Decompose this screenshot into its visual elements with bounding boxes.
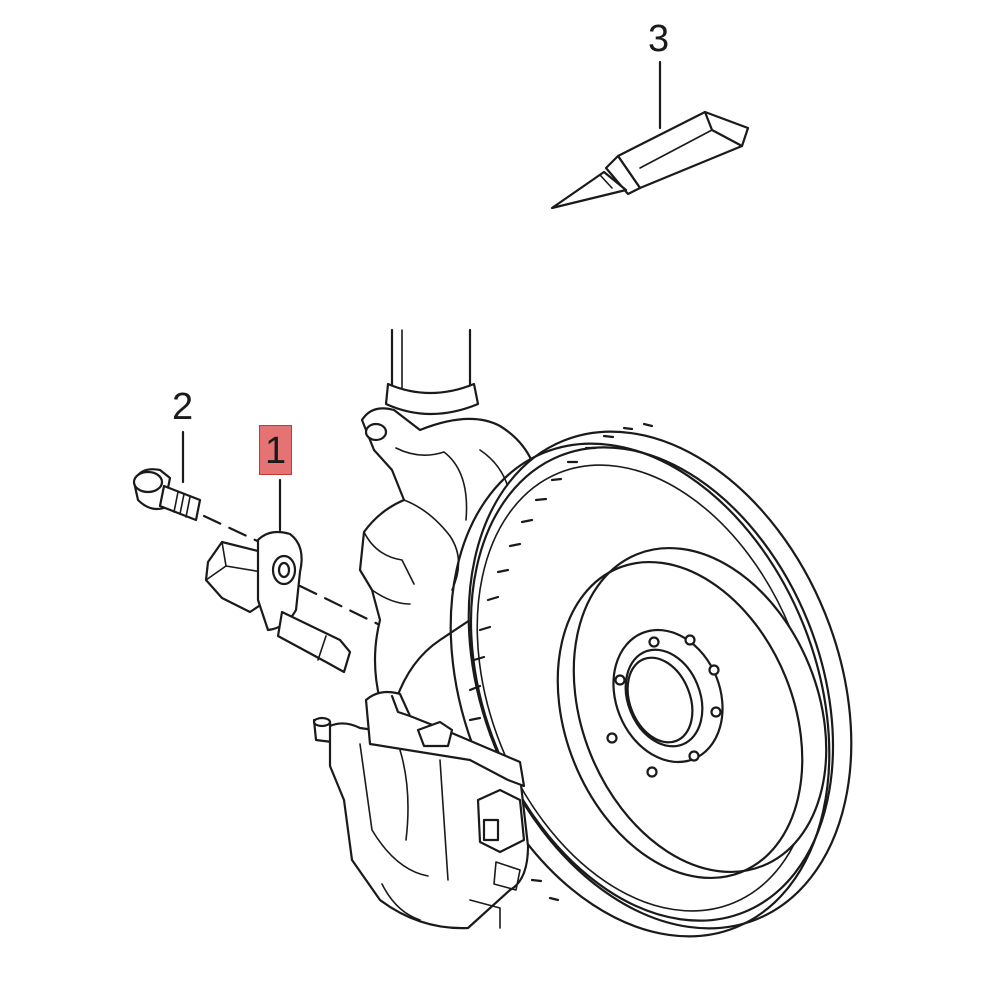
brake-disc [449,422,853,938]
bolt-part [132,430,270,548]
speed-sensor-part [204,478,388,674]
strut-assembly [384,328,480,416]
callout-label-1-highlighted: 1 [259,425,293,475]
brake-caliper [312,690,530,930]
callout-label-3: 3 [648,18,670,60]
disc-bolt-holes [606,634,722,778]
sealant-tube-part [550,60,750,210]
callout-label-2: 2 [172,386,194,428]
